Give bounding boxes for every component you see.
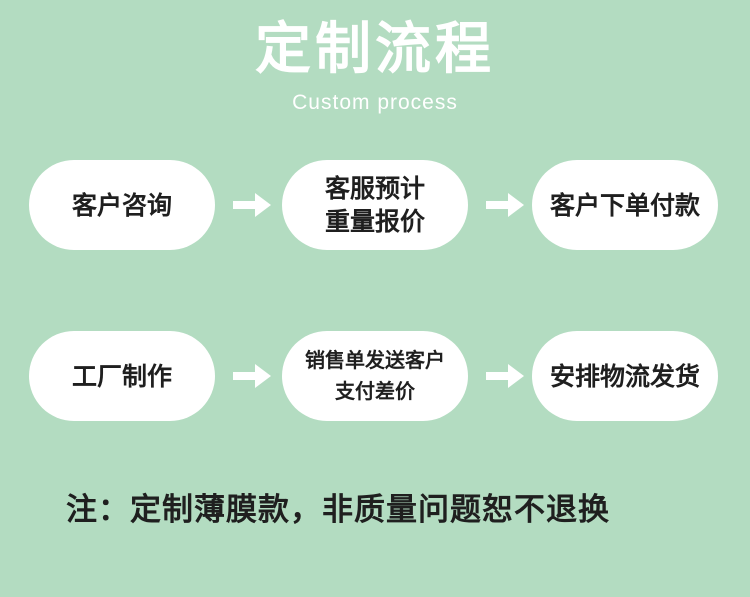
- step-label: 销售单发送客户 支付差价: [305, 348, 445, 403]
- step-label: 客户下单付款: [549, 190, 700, 220]
- step-customer-consult: 客户咨询: [29, 160, 215, 250]
- arrow-right-icon: [486, 364, 524, 388]
- step-factory-production: 工厂制作: [29, 331, 215, 421]
- arrow-right-icon: [233, 364, 271, 388]
- arrow-right-icon: [233, 193, 271, 217]
- step-label: 工厂制作: [71, 361, 172, 391]
- step-label: 客服预计 重量报价: [324, 174, 425, 236]
- step-label: 安排物流发货: [549, 361, 700, 391]
- step-send-sales-order: 销售单发送客户 支付差价: [282, 331, 468, 421]
- step-arrange-shipping: 安排物流发货: [532, 331, 718, 421]
- arrow-right-icon: [486, 193, 524, 217]
- step-label: 客户咨询: [71, 190, 172, 220]
- page-title: 定制流程: [255, 17, 495, 82]
- step-customer-order-pay: 客户下单付款: [532, 160, 718, 250]
- page-subtitle: Custom process: [292, 91, 458, 114]
- disclaimer-note: 注：定制薄膜款，非质量问题恕不退换: [66, 492, 610, 528]
- step-service-quote: 客服预计 重量报价: [282, 160, 468, 250]
